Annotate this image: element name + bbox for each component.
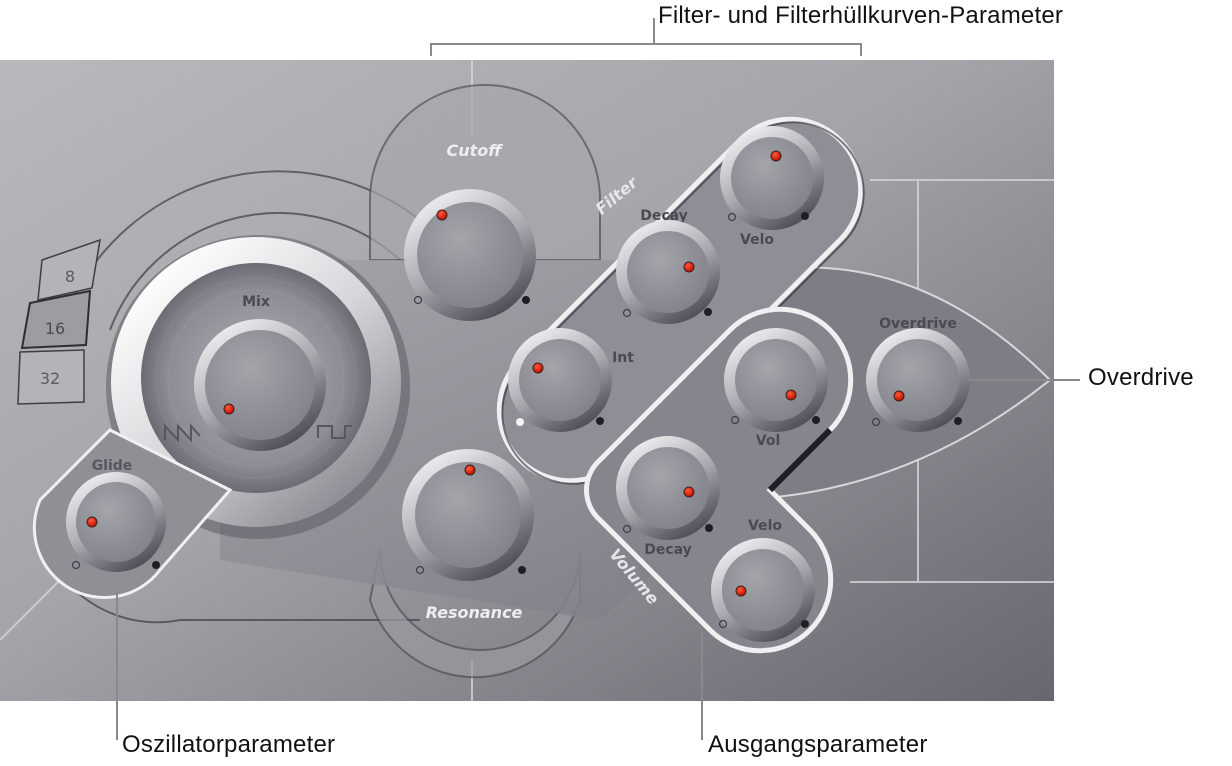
- overdrive-knob[interactable]: [866, 328, 970, 432]
- volume-velo-max-dot: [801, 620, 809, 628]
- overdrive-indicator: [893, 390, 905, 402]
- filter-velo-label: Velo: [740, 232, 774, 248]
- volume-vol-knob[interactable]: [724, 328, 828, 432]
- filter-int-assembly: Int: [508, 328, 634, 432]
- resonance-label: Resonance: [426, 603, 523, 622]
- filter-int-indicator: [532, 362, 544, 374]
- filter-decay-knob[interactable]: [616, 220, 720, 324]
- cutoff-assembly: Cutoff: [404, 141, 536, 321]
- octave-button-8[interactable]: 8: [37, 238, 101, 301]
- filter-velo-max-dot: [801, 212, 809, 220]
- filter-int-knob[interactable]: [508, 328, 612, 432]
- glide-max-dot: [152, 561, 160, 569]
- resonance-assembly: Resonance: [402, 449, 534, 622]
- volume-velo-indicator: [735, 585, 747, 597]
- filter-decay-min-dot: [622, 308, 632, 318]
- filter-bracket-left: [430, 43, 432, 56]
- resonance-knob[interactable]: [402, 449, 534, 581]
- filter-decay-max-dot: [704, 308, 712, 316]
- overdrive-assembly: Overdrive: [866, 316, 970, 432]
- glide-knob[interactable]: [66, 472, 166, 572]
- filter-velo-indicator: [770, 150, 782, 162]
- cutoff-indicator: [436, 209, 448, 221]
- mix-knob-assembly: Mix: [106, 235, 410, 539]
- filter-decay-indicator: [683, 261, 695, 273]
- volume-vol-min-dot: [730, 415, 740, 425]
- square-wave-icon: [317, 425, 352, 439]
- overdrive-callout-label: Overdrive: [1088, 364, 1194, 391]
- filter-decay-label: Decay: [640, 208, 688, 224]
- mix-indicator: [223, 403, 235, 415]
- overdrive-min-dot: [871, 417, 881, 427]
- octave-selector: 8 16 32: [17, 238, 101, 405]
- oscillator-callout-label: Oszillatorparameter: [122, 731, 336, 758]
- volume-decay-assembly: Decay: [616, 436, 720, 558]
- filter-velo-assembly: Velo: [720, 126, 824, 248]
- synth-panel: 8 16 32 Mix Glide: [0, 60, 1054, 701]
- volume-vol-assembly: Vol: [724, 328, 828, 449]
- volume-velo-knob[interactable]: [711, 538, 815, 642]
- filter-callout-label: Filter- und Filterhüllkurven-Parameter: [658, 2, 1064, 29]
- resonance-indicator: [464, 464, 476, 476]
- volume-velo-assembly: Velo: [711, 518, 815, 642]
- glide-assembly: Glide: [32, 428, 233, 599]
- cutoff-max-dot: [522, 296, 530, 304]
- filter-bracket-right: [860, 43, 862, 56]
- filter-velo-min-dot: [727, 212, 737, 222]
- volume-decay-knob[interactable]: [616, 436, 720, 540]
- volume-decay-max-dot: [705, 524, 713, 532]
- octave-label-32: 32: [40, 369, 60, 388]
- filter-int-max-dot: [596, 417, 604, 425]
- overdrive-max-dot: [954, 417, 962, 425]
- volume-vol-max-dot: [812, 416, 820, 424]
- filter-int-min-dot: [516, 418, 524, 426]
- glide-min-dot: [71, 560, 81, 570]
- filter-int-label: Int: [612, 350, 634, 366]
- sawtooth-icon: [164, 423, 201, 443]
- cutoff-min-dot: [413, 295, 423, 305]
- filter-bracket-horizontal: [430, 43, 862, 45]
- oscillator-leader: [116, 590, 118, 740]
- cutoff-label: Cutoff: [446, 141, 503, 160]
- octave-label-16: 16: [45, 319, 65, 338]
- output-callout-label: Ausgangsparameter: [708, 731, 928, 758]
- filter-bracket-stem: [653, 18, 655, 44]
- octave-label-8: 8: [65, 267, 75, 286]
- octave-button-32[interactable]: 32: [17, 349, 85, 405]
- mix-knob[interactable]: [194, 319, 326, 451]
- volume-velo-min-dot: [718, 619, 728, 629]
- output-leader: [701, 632, 703, 740]
- mix-label: Mix: [242, 294, 270, 310]
- volume-vol-label: Vol: [756, 433, 781, 449]
- filter-velo-knob[interactable]: [720, 126, 824, 230]
- volume-decay-indicator: [683, 486, 695, 498]
- volume-decay-min-dot: [622, 524, 632, 534]
- volume-decay-label: Decay: [644, 542, 692, 558]
- resonance-max-dot: [518, 566, 526, 574]
- volume-vol-indicator: [785, 389, 797, 401]
- filter-decay-assembly: Decay: [616, 208, 720, 324]
- overdrive-leader: [968, 379, 1080, 381]
- cutoff-knob[interactable]: [404, 189, 536, 321]
- overdrive-label: Overdrive: [879, 316, 957, 332]
- volume-velo-label: Velo: [748, 518, 782, 534]
- glide-indicator: [86, 516, 98, 528]
- resonance-min-dot: [415, 565, 425, 575]
- glide-label: Glide: [92, 458, 133, 474]
- octave-button-16[interactable]: 16: [20, 289, 92, 350]
